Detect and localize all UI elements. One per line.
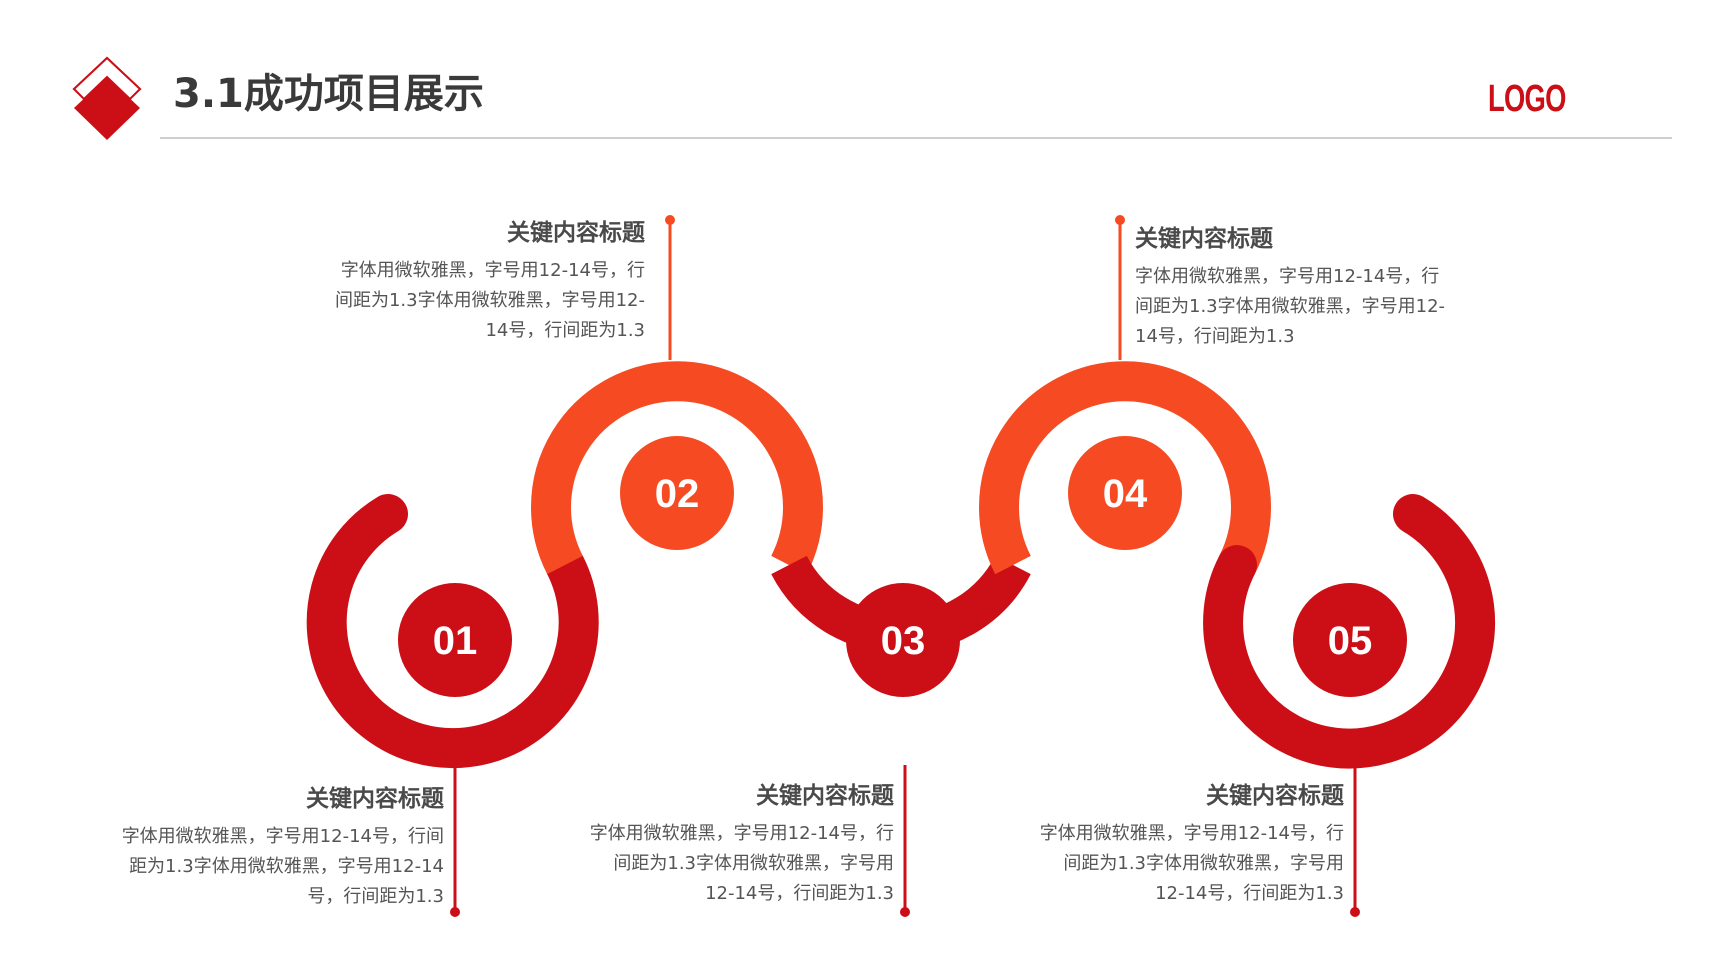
step-desc-01-line-3: 号，行间距为1.3	[307, 886, 444, 907]
step-title-05: 关键内容标题	[1206, 783, 1344, 809]
step-desc-05-line-2: 间距为1.3字体用微软雅黑，字号用	[1063, 853, 1344, 874]
connector-dot-01	[450, 907, 460, 917]
step-number-03: 03	[881, 619, 926, 663]
step-text-05: 关键内容标题 字体用微软雅黑，字号用12-14号，行 间距为1.3字体用微软雅黑…	[1004, 781, 1344, 909]
step-title-03: 关键内容标题	[756, 783, 894, 809]
step-desc-04-line-3: 14号，行间距为1.3	[1135, 326, 1295, 347]
step-badge-01	[398, 583, 512, 697]
connector-dot-03	[900, 907, 910, 917]
step-desc-01-line-2: 距为1.3字体用微软雅黑，字号用12-14	[129, 856, 444, 877]
step-number-01: 01	[433, 619, 478, 663]
step-desc-01: 字体用微软雅黑，字号用12-14号，行间 距为1.3字体用微软雅黑，字号用12-…	[104, 822, 444, 912]
wave-arc-05	[1203, 494, 1496, 769]
diamond-logo-icon	[72, 56, 142, 140]
step-title-04: 关键内容标题	[1135, 226, 1273, 252]
step-desc-05-line-1: 字体用微软雅黑，字号用12-14号，行	[1039, 823, 1344, 844]
connector-dot-02	[665, 215, 675, 225]
step-desc-03-line-3: 12-14号，行间距为1.3	[705, 883, 894, 904]
step-desc-03-line-2: 间距为1.3字体用微软雅黑，字号用	[613, 853, 894, 874]
connector-dot-04	[1115, 215, 1125, 225]
step-text-03: 关键内容标题 字体用微软雅黑，字号用12-14号，行 间距为1.3字体用微软雅黑…	[554, 781, 894, 909]
connector-lines	[450, 215, 1360, 917]
step-text-04: 关键内容标题 字体用微软雅黑，字号用12-14号，行 间距为1.3字体用微软雅黑…	[1135, 224, 1475, 352]
step-desc-03-line-1: 字体用微软雅黑，字号用12-14号，行	[589, 823, 894, 844]
step-desc-05: 字体用微软雅黑，字号用12-14号，行 间距为1.3字体用微软雅黑，字号用 12…	[1004, 819, 1344, 909]
wave-arc-01	[306, 494, 599, 769]
header-divider	[160, 137, 1672, 139]
step-desc-01-line-1: 字体用微软雅黑，字号用12-14号，行间	[121, 826, 444, 847]
step-desc-02-line-2: 间距为1.3字体用微软雅黑，字号用12-	[334, 290, 645, 311]
step-title-01: 关键内容标题	[306, 786, 444, 812]
page-title: 3.1成功项目展示	[173, 71, 484, 117]
step-badge-05	[1293, 583, 1407, 697]
step-desc-02-line-3: 14号，行间距为1.3	[485, 320, 645, 341]
step-desc-04: 字体用微软雅黑，字号用12-14号，行 间距为1.3字体用微软雅黑，字号用12-…	[1135, 262, 1475, 352]
step-badge-03	[846, 583, 960, 697]
step-text-01: 关键内容标题 字体用微软雅黑，字号用12-14号，行间 距为1.3字体用微软雅黑…	[104, 784, 444, 912]
logo-text: LOGO	[1488, 78, 1566, 120]
step-text-02: 关键内容标题 字体用微软雅黑，字号用12-14号，行 间距为1.3字体用微软雅黑…	[305, 218, 645, 346]
step-badges: 01 02 03 04 05	[398, 436, 1407, 697]
step-desc-03: 字体用微软雅黑，字号用12-14号，行 间距为1.3字体用微软雅黑，字号用 12…	[554, 819, 894, 909]
step-desc-05-line-3: 12-14号，行间距为1.3	[1155, 883, 1344, 904]
step-number-05: 05	[1328, 619, 1373, 663]
step-title-02: 关键内容标题	[507, 220, 645, 246]
step-desc-04-line-2: 间距为1.3字体用微软雅黑，字号用12-	[1135, 296, 1446, 317]
step-badge-02	[620, 436, 734, 550]
wave-arc-02	[531, 361, 823, 575]
step-number-04: 04	[1103, 472, 1148, 516]
connector-dot-05	[1350, 907, 1360, 917]
step-desc-02-line-1: 字体用微软雅黑，字号用12-14号，行	[340, 260, 645, 281]
step-number-02: 02	[655, 472, 700, 516]
step-desc-02: 字体用微软雅黑，字号用12-14号，行 间距为1.3字体用微软雅黑，字号用12-…	[305, 256, 645, 346]
wave-arc-04	[979, 361, 1271, 575]
step-badge-04	[1068, 436, 1182, 550]
step-desc-04-line-1: 字体用微软雅黑，字号用12-14号，行	[1135, 266, 1440, 287]
